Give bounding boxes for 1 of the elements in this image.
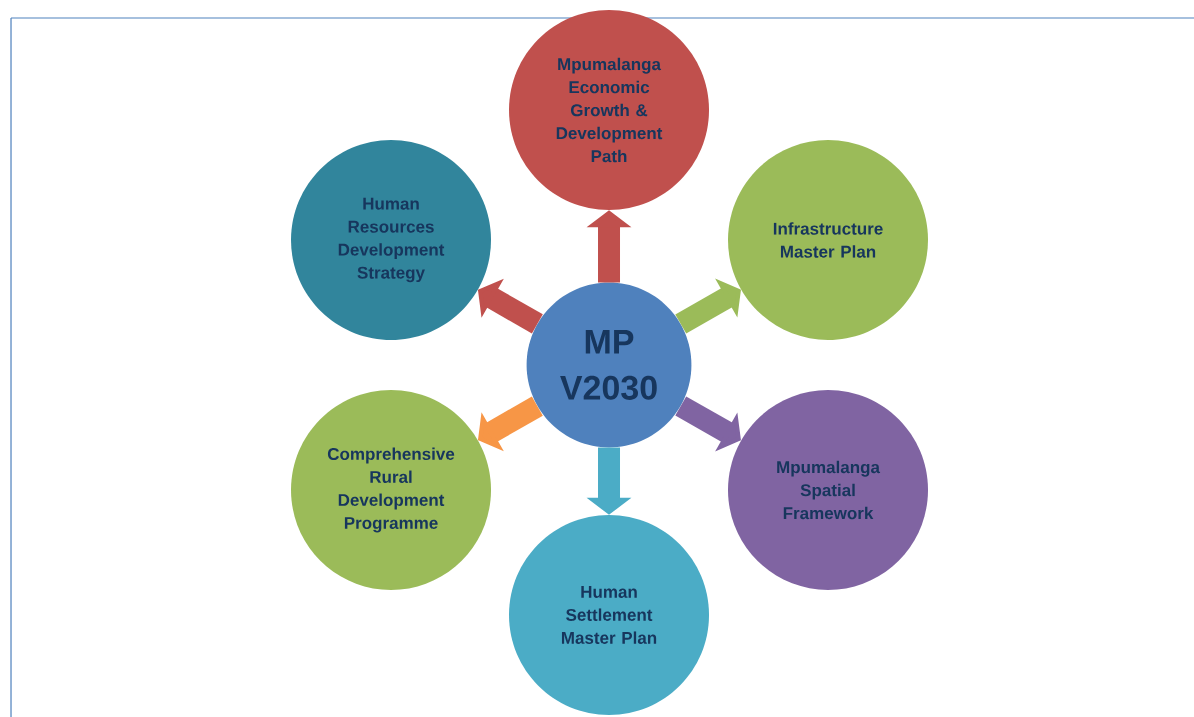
block-arrow <box>675 278 741 334</box>
